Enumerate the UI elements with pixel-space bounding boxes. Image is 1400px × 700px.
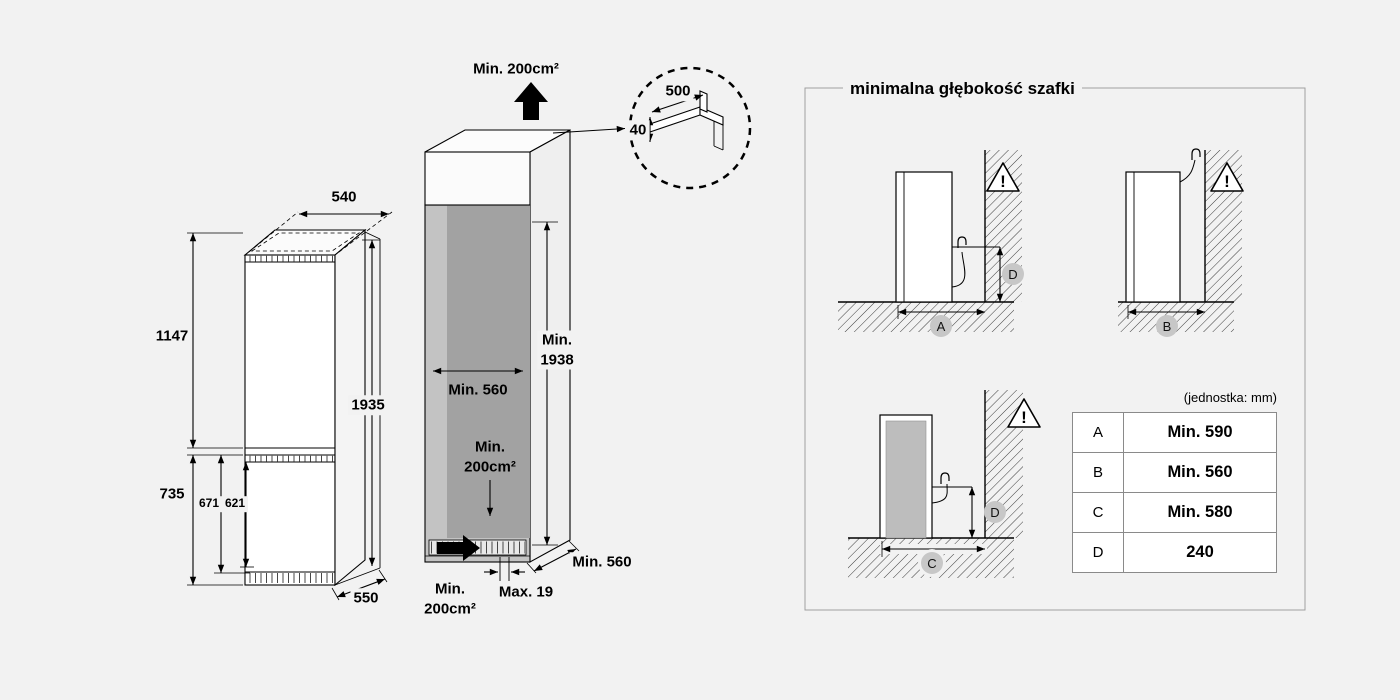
power-cord-curve [1179, 159, 1196, 183]
power-cord-curve [931, 483, 948, 504]
fridge-width-label: 540 [328, 187, 360, 207]
table-key-d: D [1072, 532, 1124, 573]
warning-mark: ! [1000, 172, 1006, 191]
install-diagram-c: ! [848, 390, 1041, 578]
table-key-a: A [1072, 412, 1124, 453]
table-row: C Min. 580 [1072, 492, 1277, 533]
airflow-up-arrow [514, 82, 548, 120]
power-cord-curve [951, 251, 966, 288]
airflow-right-arrow [437, 535, 480, 561]
install-diagram-b: ! [1118, 148, 1244, 332]
cabinet-dimensions [433, 82, 626, 581]
cabinet-mid-vent-label: Min. 200cm² [464, 438, 516, 477]
cabinet-panel-thickness-label: Max. 19 [495, 582, 557, 602]
cabinet-top-vent-label: Min. 200cm² [470, 59, 562, 79]
fridge-side-outline [1125, 171, 1181, 303]
fridge-depth-label: 550 [350, 588, 382, 608]
fridge-upper-height-label: 1147 [152, 326, 192, 346]
power-cord-icon [940, 472, 950, 484]
warning-triangle-icon [1007, 398, 1041, 428]
cabinet-front-band [424, 151, 531, 206]
table-row: A Min. 590 [1072, 412, 1277, 453]
table-row: B Min. 560 [1072, 452, 1277, 493]
fridge-door-inner-height-label: 621 [221, 496, 249, 512]
cabinet-outline-top-connector [364, 231, 381, 240]
table-key-b: B [1072, 452, 1124, 493]
fridge-upper-door-grip [246, 255, 334, 262]
detail-drop-edge-3 [713, 145, 724, 151]
fridge-lower-door-grip [246, 455, 334, 462]
base-depth-ext-left [526, 562, 537, 574]
warning-triangle-icon [986, 162, 1020, 192]
detail-gap-label: 40 [626, 120, 650, 140]
cabinet-bottom-vent-label-line2: 200cm² [424, 600, 476, 617]
badge-a: A [930, 315, 952, 337]
cabinet-bottom-vent-label: Min. 200cm² [421, 579, 479, 619]
depth-ext-right [378, 569, 388, 583]
fridge-front-face [244, 254, 336, 586]
table-value-b: Min. 560 [1123, 452, 1277, 493]
fridge-top-face-dashed-inset [250, 232, 361, 252]
floor-hatch [838, 302, 1014, 332]
power-cord-icon [1191, 148, 1201, 160]
badge-b: B [1156, 315, 1178, 337]
fridge-side-fill [885, 420, 927, 539]
install-diagram-a: ! [838, 150, 1022, 332]
base-depth-ext-right [568, 540, 580, 552]
cabinet-mid-vent-label-line1: Min. [474, 438, 505, 456]
cabinet-depth-panel-title: minimalna głębokość szafki [843, 79, 1082, 99]
depth-dim-line [336, 578, 386, 598]
fridge-total-height-label: 1935 [348, 395, 388, 415]
detail-width-dim-line [651, 94, 704, 113]
fridge-door-outer-height-label: 671 [195, 496, 223, 512]
base-depth-dim-line [533, 548, 577, 572]
table-key-c: C [1072, 492, 1124, 533]
fridge-3d-drawing [243, 228, 381, 587]
cabinet-bottom-vent-label-line1: Min. [434, 580, 465, 598]
niche-height-label-line2: 1938 [540, 351, 574, 368]
fridge-lower-height-label: 735 [156, 484, 188, 504]
fridge-side-outline [895, 171, 953, 303]
detail-width-label: 500 [662, 81, 694, 101]
table-value-a: Min. 590 [1123, 412, 1277, 453]
warning-mark: ! [1224, 172, 1230, 191]
detail-corner-upstand [699, 90, 708, 113]
warning-mark: ! [1021, 408, 1027, 427]
dimension-table: A Min. 590 B Min. 560 C Min. 580 D 240 [1072, 412, 1277, 573]
cabinet-base-depth-label: Min. 560 [569, 552, 635, 572]
niche-height-label: Min. 1938 [537, 330, 577, 370]
depth-ext-left [331, 587, 340, 601]
table-value-c: Min. 580 [1123, 492, 1277, 533]
fridge-plinth-grille [246, 573, 334, 583]
unit-note: (jednostka: mm) [1183, 390, 1277, 405]
badge-d-diagram-a: D [1002, 263, 1024, 285]
niche-depth-label: Min. 560 [448, 381, 508, 399]
corner-detail [628, 66, 752, 190]
width-ext-left [248, 211, 299, 253]
badge-d-diagram-c: D [984, 501, 1006, 523]
detail-leader-arrow [552, 125, 626, 134]
power-cord-icon [957, 236, 967, 248]
niche-height-label-line1: Min. [542, 331, 572, 349]
badge-c: C [921, 552, 943, 574]
warning-triangle-icon [1210, 162, 1244, 192]
table-value-d: 240 [1123, 532, 1277, 573]
table-row: D 240 [1072, 532, 1277, 573]
cabinet-mid-vent-label-line2: 200cm² [464, 458, 516, 475]
